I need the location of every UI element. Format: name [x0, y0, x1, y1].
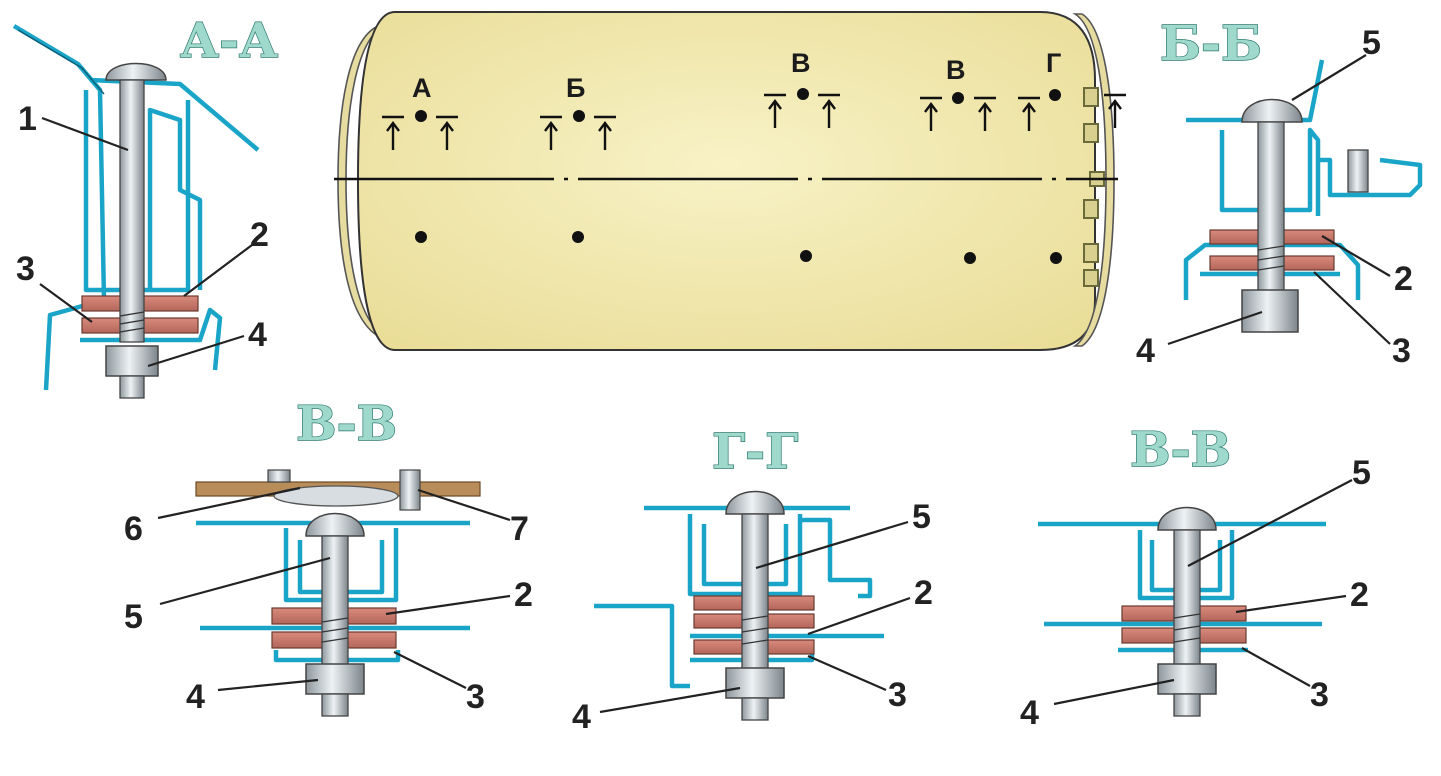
vvl-callout-4: 4 — [186, 678, 205, 716]
bb-bolt-head — [1241, 98, 1303, 123]
aa-callout-3: 3 — [16, 250, 35, 288]
vvr-callout-3: 3 — [1310, 676, 1329, 714]
bb-bracket-screw — [1347, 149, 1369, 193]
aa-panel-channel — [147, 107, 203, 290]
section-letter-b: Б — [566, 73, 585, 103]
bb-callout-3: 3 — [1392, 332, 1411, 370]
aa-callout-4: 4 — [248, 316, 267, 354]
section-aa-title: А-А — [180, 13, 278, 69]
vvl-screw-left — [267, 469, 291, 483]
vvl-bolt-head — [305, 512, 365, 537]
vvl-bolt-thread — [321, 617, 349, 643]
section-gg-title: Г-Г — [712, 424, 798, 480]
gg-callout-2: 2 — [914, 574, 933, 612]
vvl-cover — [273, 485, 399, 507]
gg-bolt-head — [725, 490, 785, 515]
section-vv-left-title: В-В — [296, 396, 397, 452]
aa-floor — [80, 307, 223, 371]
vvl-callout-7: 7 — [510, 510, 529, 548]
aa-bolt-tip — [119, 375, 145, 399]
vvr-nut — [1157, 663, 1217, 695]
bb-bracket — [1320, 157, 1423, 198]
bb-callout-4: 4 — [1136, 332, 1155, 370]
gg-callout-4: 4 — [572, 698, 591, 736]
tank-body — [356, 11, 1096, 351]
section-bb-title: Б-Б — [1160, 16, 1262, 72]
gg-bolt-shank — [741, 513, 769, 671]
aa-bolt-head — [105, 62, 167, 81]
vvl-callout-2: 2 — [514, 576, 533, 614]
aa-nut — [105, 345, 159, 377]
vvl-callout-6: 6 — [124, 510, 143, 548]
aa-panel-outer — [12, 24, 107, 391]
bb-callout-5: 5 — [1362, 24, 1381, 62]
bb-panel-box — [1219, 127, 1321, 216]
section-letter-v2: В — [946, 55, 966, 85]
section-letter-a: А — [412, 73, 432, 103]
vvr-callout-4: 4 — [1020, 694, 1039, 732]
tank-end-right — [1072, 13, 1115, 347]
aa-bolt-shank — [119, 79, 145, 343]
vvr-bolt-shank — [1173, 529, 1201, 667]
vvr-callout-5: 5 — [1352, 454, 1371, 492]
gg-bracket — [800, 517, 873, 599]
section-vv-left: В-В 6 7 5 2 4 3 — [124, 395, 533, 717]
vvl-nut — [305, 663, 365, 695]
aa-panel-inner — [89, 77, 260, 152]
aa-callout-1: 1 — [18, 100, 37, 138]
vvl-bolt-shank — [321, 535, 349, 667]
bb-nut — [1241, 289, 1299, 333]
vvr-callout-2: 2 — [1350, 576, 1369, 614]
bolt-positions — [415, 88, 1062, 264]
vvl-bolt-tip — [321, 693, 349, 717]
bb-bolt-thread — [1257, 245, 1285, 271]
section-bb: Б-Б 5 2 4 3 — [1136, 15, 1423, 370]
vvr-bolt-thread — [1173, 613, 1201, 643]
gg-callout-5: 5 — [912, 498, 931, 536]
aa-callout-2: 2 — [250, 216, 269, 254]
cut-markers — [382, 93, 1126, 150]
gg-bolt-tip — [741, 697, 769, 721]
vvl-callout-5: 5 — [124, 598, 143, 636]
gg-callout-3: 3 — [888, 676, 907, 714]
section-letter-g: Г — [1046, 48, 1061, 78]
gg-side — [594, 603, 690, 689]
gg-bolt-thread — [741, 615, 769, 645]
section-aa: А-А 1 2 3 4 — [12, 12, 279, 399]
vvl-screw-right — [399, 469, 421, 511]
section-vv-right-title: В-В — [1130, 422, 1231, 478]
vvr-bolt-head — [1157, 506, 1217, 531]
gg-nut — [725, 667, 785, 699]
tank-right-brackets — [1083, 87, 1105, 287]
aa-bolt-thread — [119, 311, 145, 333]
bb-panel-top — [1186, 59, 1325, 123]
aa-panel-edge — [17, 29, 105, 95]
bb-callout-2: 2 — [1394, 260, 1413, 298]
section-letter-v1: В — [791, 48, 811, 78]
vvr-bolt-tip — [1173, 693, 1201, 717]
vvl-callout-3: 3 — [466, 678, 485, 716]
section-gg: Г-Г 5 2 4 3 — [572, 423, 933, 736]
section-vv-right: В-В 5 2 4 3 — [1020, 421, 1371, 732]
tank-overview: А Б В В Г — [334, 11, 1126, 351]
